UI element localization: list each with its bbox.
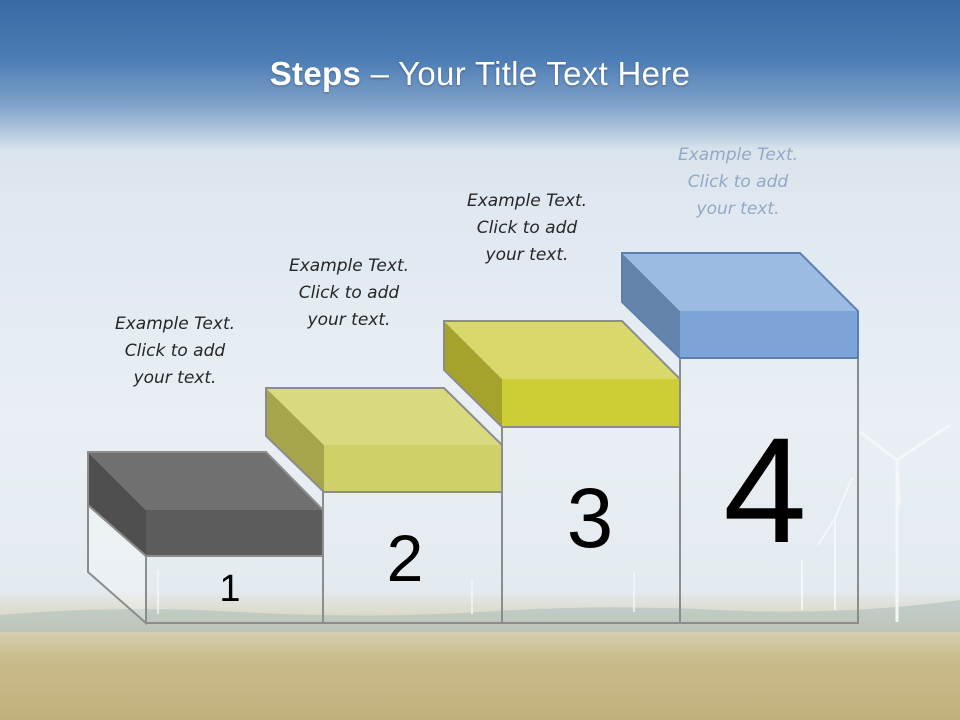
wind-turbines bbox=[157, 423, 951, 622]
step-2-label[interactable]: Example Text. Click to add your text. bbox=[288, 256, 410, 330]
step-4-number[interactable]: 4 bbox=[723, 406, 807, 574]
step-3-number[interactable]: 3 bbox=[566, 471, 614, 565]
step-4-label[interactable]: Example Text. Click to add your text. bbox=[677, 145, 799, 219]
step-1-number[interactable]: 1 bbox=[219, 568, 241, 610]
step-1-box bbox=[87, 451, 324, 557]
title-bar bbox=[0, 0, 960, 150]
step-4-box bbox=[621, 252, 859, 359]
title-rest: – Your Title Text Here bbox=[361, 55, 691, 92]
step-3-box bbox=[443, 320, 681, 428]
step-2-box bbox=[265, 387, 503, 493]
step-1-label[interactable]: Example Text. Click to add your text. bbox=[114, 314, 236, 388]
title-bold: Steps bbox=[269, 55, 362, 92]
step-3-label[interactable]: Example Text. Click to add your text. bbox=[466, 191, 588, 265]
slide-title[interactable]: Steps – Your Title Text Here bbox=[0, 55, 960, 93]
step-2-number[interactable]: 2 bbox=[386, 521, 424, 595]
